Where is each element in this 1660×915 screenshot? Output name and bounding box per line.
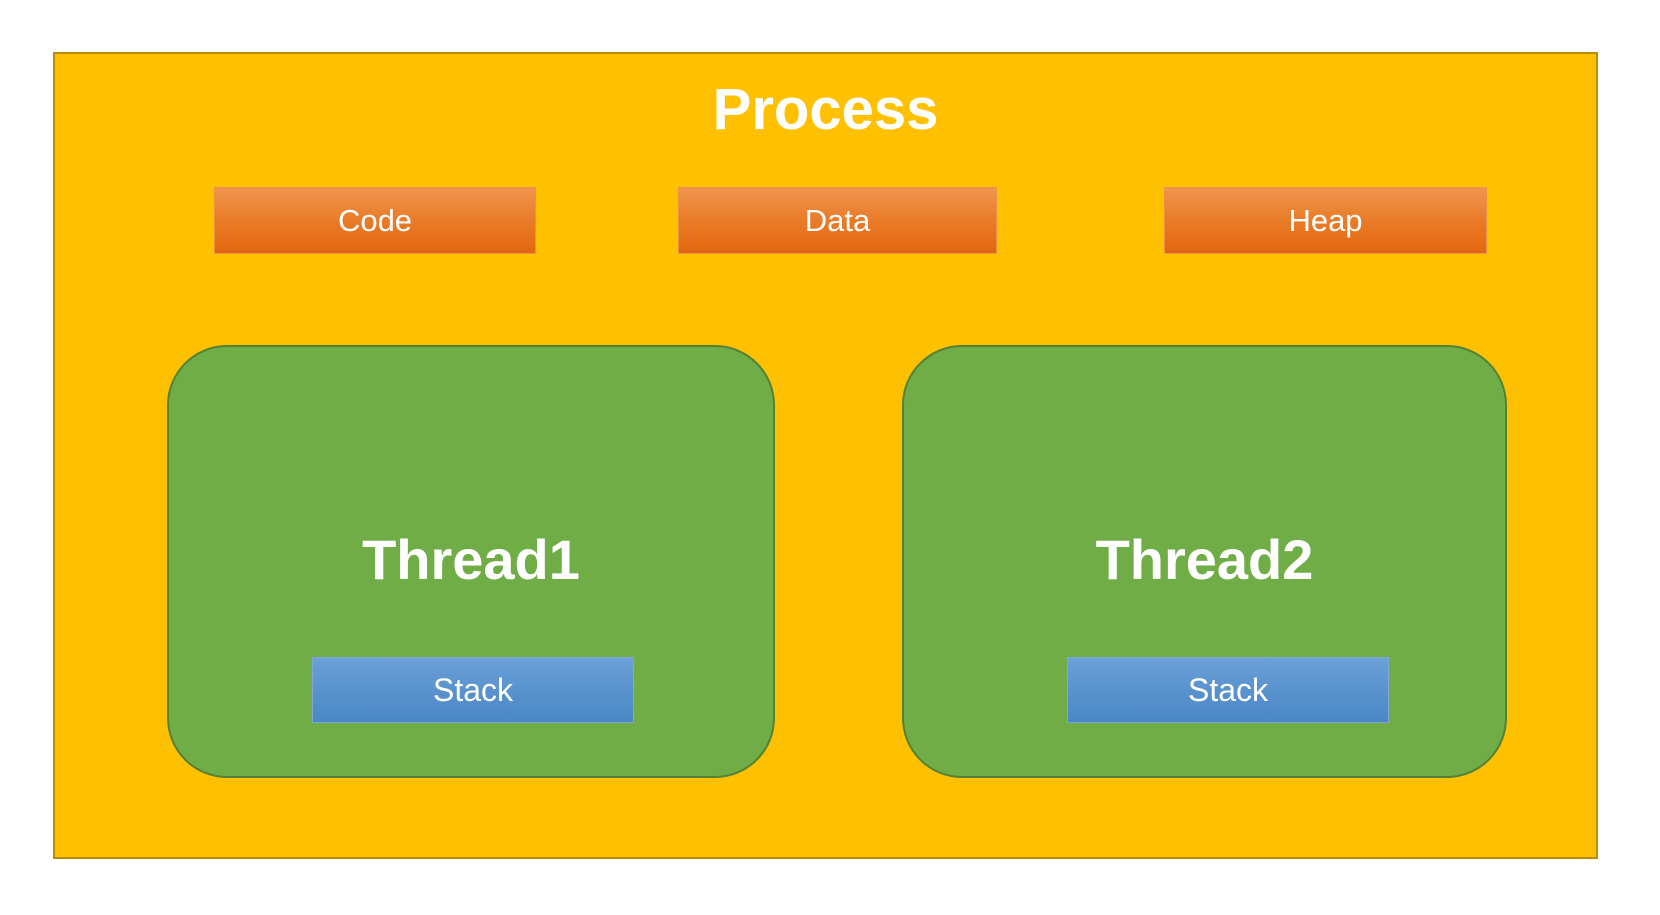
thread1-stack-label: Stack [432,671,514,708]
process-title: Process [712,77,939,142]
memory-segment-code: Code [214,187,536,254]
memory-segment-data: Data [678,187,997,254]
thread2-box: Thread2 Stack [902,345,1507,778]
memory-segment-code-label: Code [337,202,413,238]
thread1-box: Thread1 Stack [167,345,775,778]
thread1-label: Thread1 [362,528,580,591]
thread2-stack-label: Stack [1187,671,1269,708]
memory-segment-heap-label: Heap [1288,202,1363,238]
memory-segment-heap: Heap [1164,187,1487,254]
thread2-label: Thread2 [1095,528,1314,591]
memory-segment-data-label: Data [804,202,871,238]
process-box: Process Code Data Heap Thread1 Stack Thr… [53,52,1598,859]
thread1-stack-box: Stack [312,657,634,723]
thread2-stack-box: Stack [1067,657,1389,723]
